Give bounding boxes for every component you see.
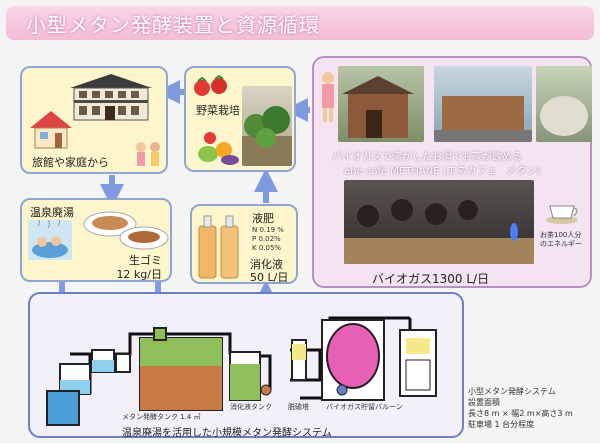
phosphorus-value: P 0.02% [252,235,281,243]
desulfurizer-label: 脱硫塔 [288,403,309,411]
garbage-label: 生ゴミ [129,254,162,267]
people-icon [136,142,160,166]
cafe-box: バイオガスで沸かしたお湯でお茶が飲める ene café METHANE (エネ… [312,56,592,288]
waste-water-unit [46,390,80,426]
vegetables-icon [198,132,239,165]
dome-photo [536,66,592,142]
spec-line-3: 長さ8 m × 幅2 m×高さ3 m [468,409,573,418]
methane-system-diagram [59,316,437,411]
digestate-label: 消化液 [250,258,283,271]
cafe-interior-photo [344,180,534,264]
balloon-label: バイオガス貯留バルーン [326,403,403,411]
ryokan-label: 旅館や家庭から [32,156,109,169]
bottles-icon [198,215,239,279]
cafe-caption-2: ene café METHANE (エネカフェ メタン) [344,166,541,177]
fertilizer-label: 液肥 [252,212,274,225]
biogas-amount: バイオガス1300 L/日 [372,272,490,286]
potassium-value: K 0.05% [252,244,282,252]
onsen-label: 温泉廃湯 [30,206,74,219]
fertilizer-box: 液肥 N 0.19 % P 0.02% K 0.05% 消化液 50 L/日 [190,204,298,284]
onsen-bath-icon [28,220,72,260]
tomato-icon [194,74,227,96]
digestate-amount: 50 L/日 [250,271,289,284]
digestate-tank-label: 消化液タンク [230,403,272,411]
vegetable-label: 野菜栽培 [196,104,240,117]
cafe-exterior-photo [338,66,424,142]
tea-note-1: お茶100人分 [540,231,582,239]
plant-exterior-photo [434,66,532,142]
onsen-box: 温泉廃湯 生ゴミ 12 kg/日 [20,198,172,282]
system-box: メタン発酵タンク 1.4 ㎥ 消化液タンク 脱硫塔 バイオガス貯留バルーン 温泉… [28,292,464,439]
fermentation-tank-label: メタン発酵タンク 1.4 ㎥ [122,413,201,421]
food-waste-icon [83,211,169,250]
garbage-amount: 12 kg/日 [116,268,162,281]
inn-building-icon [70,74,152,121]
woman-icon [322,72,334,122]
title-bar [6,6,594,40]
cafe-caption-1: バイオガスで沸かしたお湯でお茶が飲める [332,152,522,163]
spec-line-4: 駐車場 1 台分程度 [468,420,535,429]
vegetable-box: 野菜栽培 [184,66,296,172]
system-caption: 温泉廃湯を活用した小規模メタン発酵システム [122,428,332,439]
page-title: 小型メタン発酵装置と資源循環 [26,13,320,37]
ryokan-box: 旅館や家庭から [20,66,168,174]
spec-line-1: 小型メタン発酵システム [468,387,556,396]
teacup-icon [546,205,578,224]
spec-line-2: 設置面積 [468,398,500,407]
tea-note-2: のエネルギー [540,240,582,248]
vegetable-photo [242,86,292,166]
nitrogen-value: N 0.19 % [252,226,284,234]
house-icon [30,111,72,149]
